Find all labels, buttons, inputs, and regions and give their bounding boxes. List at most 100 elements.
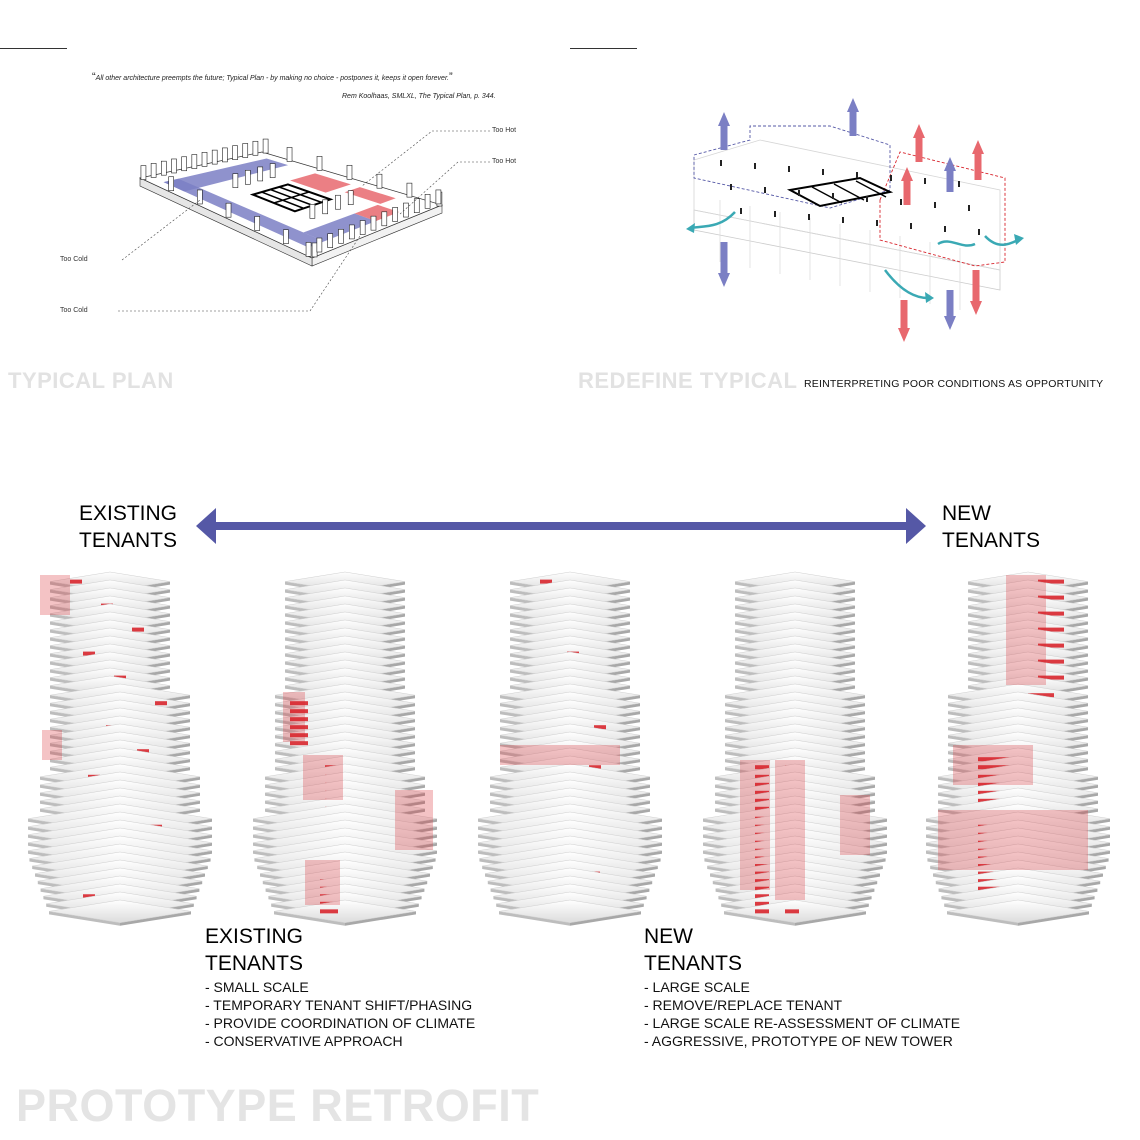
perimeter-column bbox=[161, 160, 167, 176]
floor-slab-edge-l bbox=[735, 653, 795, 667]
floor-slab bbox=[489, 779, 651, 806]
floor-slab-edge-l bbox=[944, 903, 1018, 919]
floor-slab-edge-l bbox=[50, 653, 110, 667]
floor-slab-edge-r bbox=[795, 818, 887, 837]
floor-slab bbox=[39, 787, 201, 814]
floor-slab-edge-r bbox=[1028, 613, 1088, 627]
floor-slab-edge-l bbox=[485, 873, 570, 891]
floor-slab bbox=[941, 883, 1095, 909]
perimeter-column bbox=[435, 189, 442, 205]
floor-slab bbox=[724, 707, 866, 731]
perimeter-column bbox=[168, 176, 174, 192]
floor-slab bbox=[930, 851, 1106, 881]
floor-slab-edge-l bbox=[285, 645, 345, 659]
floor-slab-edge-l bbox=[50, 613, 110, 627]
tenant-zone-mark bbox=[755, 774, 769, 779]
spectrum-left-line1: EXISTING bbox=[79, 502, 178, 525]
floor-slab-edge-r bbox=[795, 719, 865, 734]
floor-slab-edge-r bbox=[345, 621, 405, 635]
tenant-zone-mark bbox=[1038, 627, 1064, 632]
floor-slab-edge-r bbox=[1028, 685, 1088, 699]
floor-slab bbox=[702, 811, 888, 842]
airflow-curve-right bbox=[984, 235, 1019, 246]
tenant-zone-mark bbox=[325, 782, 343, 787]
floor-slab-edge-l bbox=[50, 677, 110, 691]
floor-slab-edge-l bbox=[725, 767, 795, 782]
floor-slab-edge-l bbox=[478, 850, 570, 869]
floor-slab-edge-r bbox=[345, 881, 428, 898]
tenant-zone-mark bbox=[755, 840, 769, 845]
floor-slab-edge-l bbox=[725, 695, 795, 710]
floor-slab-edge-l bbox=[496, 903, 570, 919]
floor-slab-edge-r bbox=[570, 873, 655, 891]
floor-slab-edge-r bbox=[570, 834, 662, 853]
floor-slab bbox=[284, 643, 406, 664]
cold-arrow-down-2 bbox=[944, 290, 956, 330]
floor-slab-edge-l bbox=[499, 911, 570, 926]
perimeter-column bbox=[225, 202, 232, 218]
floor-slab-edge-r bbox=[120, 703, 190, 718]
floor-slab-edge-l bbox=[725, 743, 795, 758]
floor-slab bbox=[49, 635, 171, 656]
new-approach-list: - LARGE SCALE - REMOVE/REPLACE TENANT - … bbox=[644, 978, 960, 1050]
floor-slab-edge-l bbox=[715, 808, 795, 825]
floor-slab bbox=[967, 579, 1089, 600]
floor-slab bbox=[509, 587, 631, 608]
floor-slab-edge-l bbox=[32, 866, 121, 884]
floor-slab bbox=[284, 627, 406, 648]
typical-plan-title: TYPICAL PLAN bbox=[8, 368, 174, 393]
floor-slab-edge-r bbox=[795, 711, 865, 726]
floor-slab-edge-r bbox=[570, 759, 640, 774]
floor-slab-edge-l bbox=[478, 834, 570, 853]
floor-slab bbox=[499, 747, 641, 771]
tenant-zone-mark bbox=[785, 782, 799, 787]
floor-slab bbox=[274, 691, 416, 715]
tenant-volume bbox=[395, 790, 433, 850]
floor-slab-edge-l bbox=[510, 677, 570, 691]
floor-slab bbox=[947, 755, 1089, 779]
tenant-zone-mark bbox=[785, 816, 799, 821]
floor-slab-edge-l bbox=[927, 858, 1018, 876]
floor-slab-edge-l bbox=[285, 605, 345, 619]
floor-slab-edge-r bbox=[120, 767, 190, 782]
floor-slab-edge-l bbox=[40, 888, 120, 905]
floor-slab-edge-r bbox=[795, 873, 880, 891]
floor-slab bbox=[259, 859, 431, 888]
floor-slab-edge-r bbox=[345, 759, 415, 774]
floor-slab-edge-l bbox=[265, 800, 345, 817]
floor-slab-edge-r bbox=[120, 881, 203, 898]
perimeter-column bbox=[242, 143, 249, 158]
floor-slab bbox=[937, 795, 1099, 822]
tenant-zone-mark bbox=[290, 709, 308, 714]
floor-slab-edge-l bbox=[968, 589, 1028, 603]
floor-slab-edge-r bbox=[570, 866, 658, 884]
quote-text: All other architecture preempts the futu… bbox=[95, 75, 449, 82]
cold-arrow-up-1 bbox=[718, 112, 730, 150]
floor-slab-edge-l bbox=[500, 727, 570, 742]
floor-slab-edge-l bbox=[50, 751, 120, 766]
floor-slab bbox=[947, 731, 1089, 755]
floor-slab-edge-l bbox=[50, 767, 120, 782]
floor-slab-edge-l bbox=[926, 818, 1018, 837]
floor-slab bbox=[274, 715, 416, 739]
floor-slab-edge-r bbox=[345, 866, 433, 884]
tenant-zone-mark bbox=[978, 840, 1018, 845]
floor-slab-edge-l bbox=[725, 759, 795, 774]
floor-slab bbox=[49, 723, 191, 747]
spectrum-right-line1: NEW bbox=[942, 502, 991, 525]
floor-slab-edge-l bbox=[50, 669, 110, 683]
tenant-zone-mark bbox=[785, 798, 799, 803]
perimeter-column bbox=[286, 147, 293, 162]
floor-slab-edge-r bbox=[570, 808, 650, 825]
floor-slab bbox=[264, 795, 426, 822]
floor-slab bbox=[32, 851, 208, 881]
floor-slab-edge-r bbox=[570, 711, 640, 726]
floor-slab bbox=[938, 875, 1098, 902]
floor-slab-edge-r bbox=[570, 842, 662, 861]
floor-slab-edge-r bbox=[345, 677, 405, 691]
too-cold-leader-1 bbox=[121, 199, 201, 261]
top-right-rule bbox=[570, 48, 637, 49]
tenant-zone-mark bbox=[325, 806, 343, 811]
tenant-zone-mark bbox=[540, 579, 552, 584]
